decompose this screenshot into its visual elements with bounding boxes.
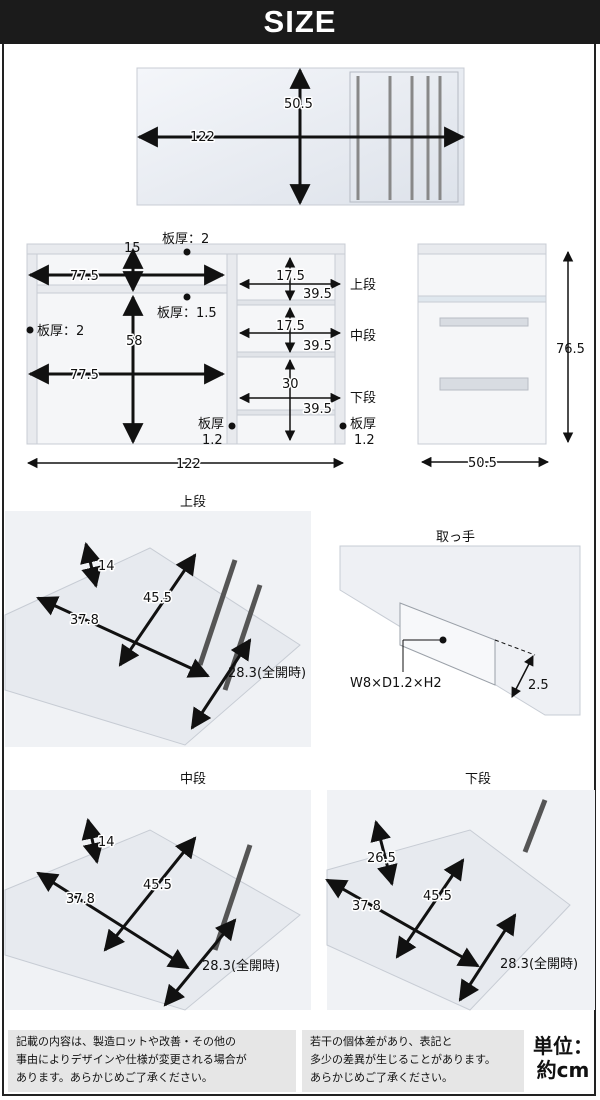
detail-upper: 上段 14 45.5 37.8 28.3(全開時) <box>4 495 311 747</box>
top-depth-label: 50.5 <box>284 97 313 112</box>
detail-mid: 中段 14 45.5 37.8 28.3(全開時) <box>4 772 311 1011</box>
side-depth-label: 50.5 <box>468 456 497 471</box>
detail-low: 下段 26.5 45.5 37.8 28.3(全開時) <box>325 772 595 1011</box>
detail-mid-h: 14 <box>98 835 115 850</box>
front-h15-label: 15 <box>124 241 141 256</box>
detail-low-w: 37.8 <box>352 899 381 914</box>
size-title: SIZE <box>263 4 337 39</box>
note-left-line-2: 事由によりデザインや仕様が変更される場合が <box>16 1053 247 1066</box>
drawer-low-height: 30 <box>282 377 299 392</box>
handle-depth: 2.5 <box>528 678 549 693</box>
detail-mid-title: 中段 <box>180 772 206 787</box>
front-w775b-label: 77.5 <box>70 368 99 383</box>
side-height-label: 76.5 <box>556 342 585 357</box>
thickness-left-a: 板厚 <box>198 417 224 432</box>
detail-mid-open: 28.3(全開時) <box>202 958 280 974</box>
drawer-mid-height: 17.5 <box>276 319 305 334</box>
detail-mid-w: 37.8 <box>66 892 95 907</box>
front-mid-thickness: 板厚：1.5 <box>157 306 217 321</box>
detail-low-h: 26.5 <box>367 851 396 866</box>
unit-label: 単位： 約cm <box>528 1034 598 1082</box>
handle-detail: 取っ手 W8×D1.2×H2 2.5 <box>339 530 581 716</box>
detail-upper-w: 37.8 <box>70 613 99 628</box>
unit-line-2: 約cm <box>536 1058 590 1082</box>
note-left-line-3: あります。あらかじめご了承ください。 <box>16 1071 213 1084</box>
handle-spec: W8×D1.2×H2 <box>350 676 442 691</box>
drawer-mid-label: 中段 <box>350 329 376 344</box>
drawer-mid-width: 39.5 <box>303 339 332 354</box>
top-view: 122 50.5 <box>136 67 466 206</box>
thickness-left-b: 1.2 <box>202 433 223 448</box>
drawer-upper-label: 上段 <box>350 278 376 293</box>
drawer-upper-height: 17.5 <box>276 269 305 284</box>
thickness-right-b: 1.2 <box>354 433 375 448</box>
detail-upper-d: 45.5 <box>143 591 172 606</box>
detail-low-title: 下段 <box>465 772 491 787</box>
detail-low-open: 28.3(全開時) <box>500 956 578 972</box>
front-left-thickness: 板厚：2 <box>37 324 84 339</box>
top-width-label: 122 <box>190 130 215 145</box>
unit-line-1: 単位： <box>533 1034 593 1058</box>
size-header: SIZE <box>0 0 600 44</box>
note-right: 若干の個体差があり、表記と 多少の差異が生じることがあります。 あらかじめご了承… <box>302 1030 524 1092</box>
note-right-line-2: 多少の差異が生じることがあります。 <box>310 1053 496 1066</box>
note-right-line-1: 若干の個体差があり、表記と <box>310 1035 453 1048</box>
detail-mid-d: 45.5 <box>143 878 172 893</box>
front-w775a-label: 77.5 <box>70 269 99 284</box>
note-right-line-3: あらかじめご了承ください。 <box>310 1071 453 1084</box>
note-left-line-1: 記載の内容は、製造ロットや改善・その他の <box>16 1035 236 1048</box>
drawer-low-label: 下段 <box>350 391 376 406</box>
detail-upper-title: 上段 <box>180 495 206 510</box>
front-total-width: 122 <box>176 457 201 472</box>
page-frame <box>2 44 596 1096</box>
note-left: 記載の内容は、製造ロットや改善・その他の 事由によりデザインや仕様が変更される場… <box>8 1030 296 1092</box>
side-view: 76.5 50.5 <box>417 243 585 473</box>
handle-title: 取っ手 <box>436 530 475 545</box>
front-view: 15 板厚：2 77.5 板厚：1.5 板厚：2 58 77.5 17.5 39… <box>26 232 376 474</box>
front-h58-label: 58 <box>126 334 143 349</box>
drawer-upper-width: 39.5 <box>303 287 332 302</box>
detail-upper-open: 28.3(全開時) <box>228 665 306 681</box>
drawer-low-width: 39.5 <box>303 402 332 417</box>
detail-upper-h: 14 <box>98 559 115 574</box>
front-top-thickness: 板厚：2 <box>162 232 209 247</box>
detail-low-d: 45.5 <box>423 889 452 904</box>
thickness-right-a: 板厚 <box>350 417 376 432</box>
